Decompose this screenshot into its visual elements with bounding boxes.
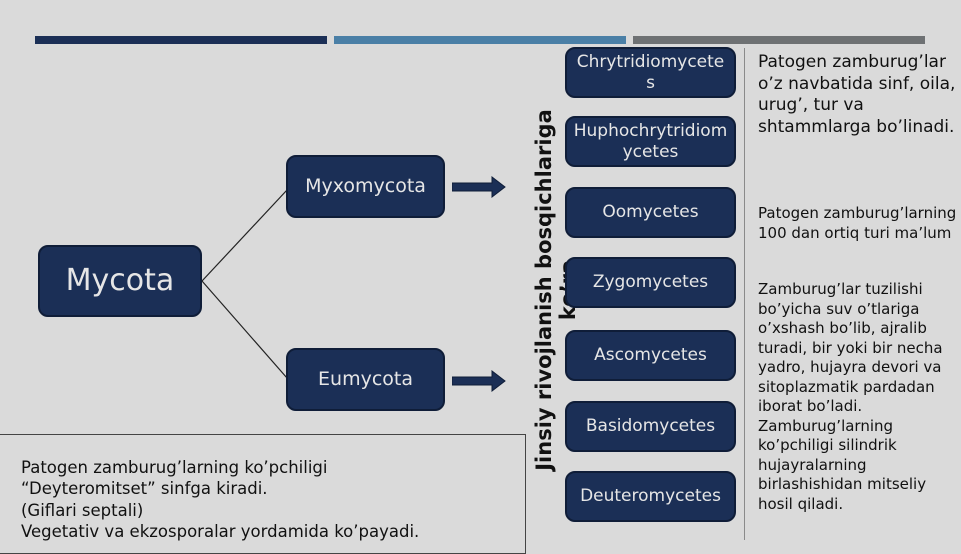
header-bar-middle <box>334 36 626 44</box>
class-node-zygomycetes: Zygomycetes <box>565 257 736 308</box>
vertical-divider <box>744 48 745 540</box>
arrow-right-icon <box>452 176 506 198</box>
arrow-right-icon <box>452 370 506 392</box>
branch-node-eumycota: Eumycota <box>286 348 445 411</box>
root-node-mycota: Mycota <box>38 245 202 317</box>
note-line-3: (Giflari septali) <box>21 500 144 520</box>
right-text-paragraph-3: Zamburug’lar tuzilishi bo’yicha suv o’tl… <box>758 280 943 513</box>
class-node-ascomycetes: Ascomycetes <box>565 330 736 381</box>
vertical-title-line1: Jinsiy rivojlanish bosqichlariga <box>531 109 556 471</box>
branch-node-myxomycota: Myxomycota <box>286 155 445 218</box>
header-bar-left <box>35 36 327 44</box>
note-line-1: Patogen zamburug’larning ko’pchiligi <box>21 458 328 477</box>
header-bar-right <box>633 36 925 44</box>
class-node-basidomycetes: Basidomycetes <box>565 401 736 452</box>
note-box: Patogen zamburug’larning ko’pchiligi “De… <box>0 434 526 554</box>
connector-mycota-eumycota <box>201 280 288 379</box>
right-text-paragraph-1: Patogen zamburug’lar o’z navbatida sinf,… <box>758 52 956 137</box>
connector-lines <box>201 189 288 379</box>
class-node-oomycetes: Oomycetes <box>565 187 736 238</box>
class-node-deuteromycetes: Deuteromycetes <box>565 471 736 522</box>
connector-mycota-myxomycota <box>201 189 288 282</box>
right-text-paragraph-2: Patogen zamburug’larning 100 dan ortiq t… <box>758 204 957 242</box>
class-node-huphochrytridiomycetes: Huphochrytridiomycetes <box>565 116 736 167</box>
note-line-4: Vegetativ va ekzosporalar yordamida ko’p… <box>21 522 420 542</box>
class-node-chrytridiomycetes: Chrytridiomycetes <box>565 47 736 98</box>
note-line-2: “Deyteromitset” sinfga kiradi. <box>21 479 268 499</box>
